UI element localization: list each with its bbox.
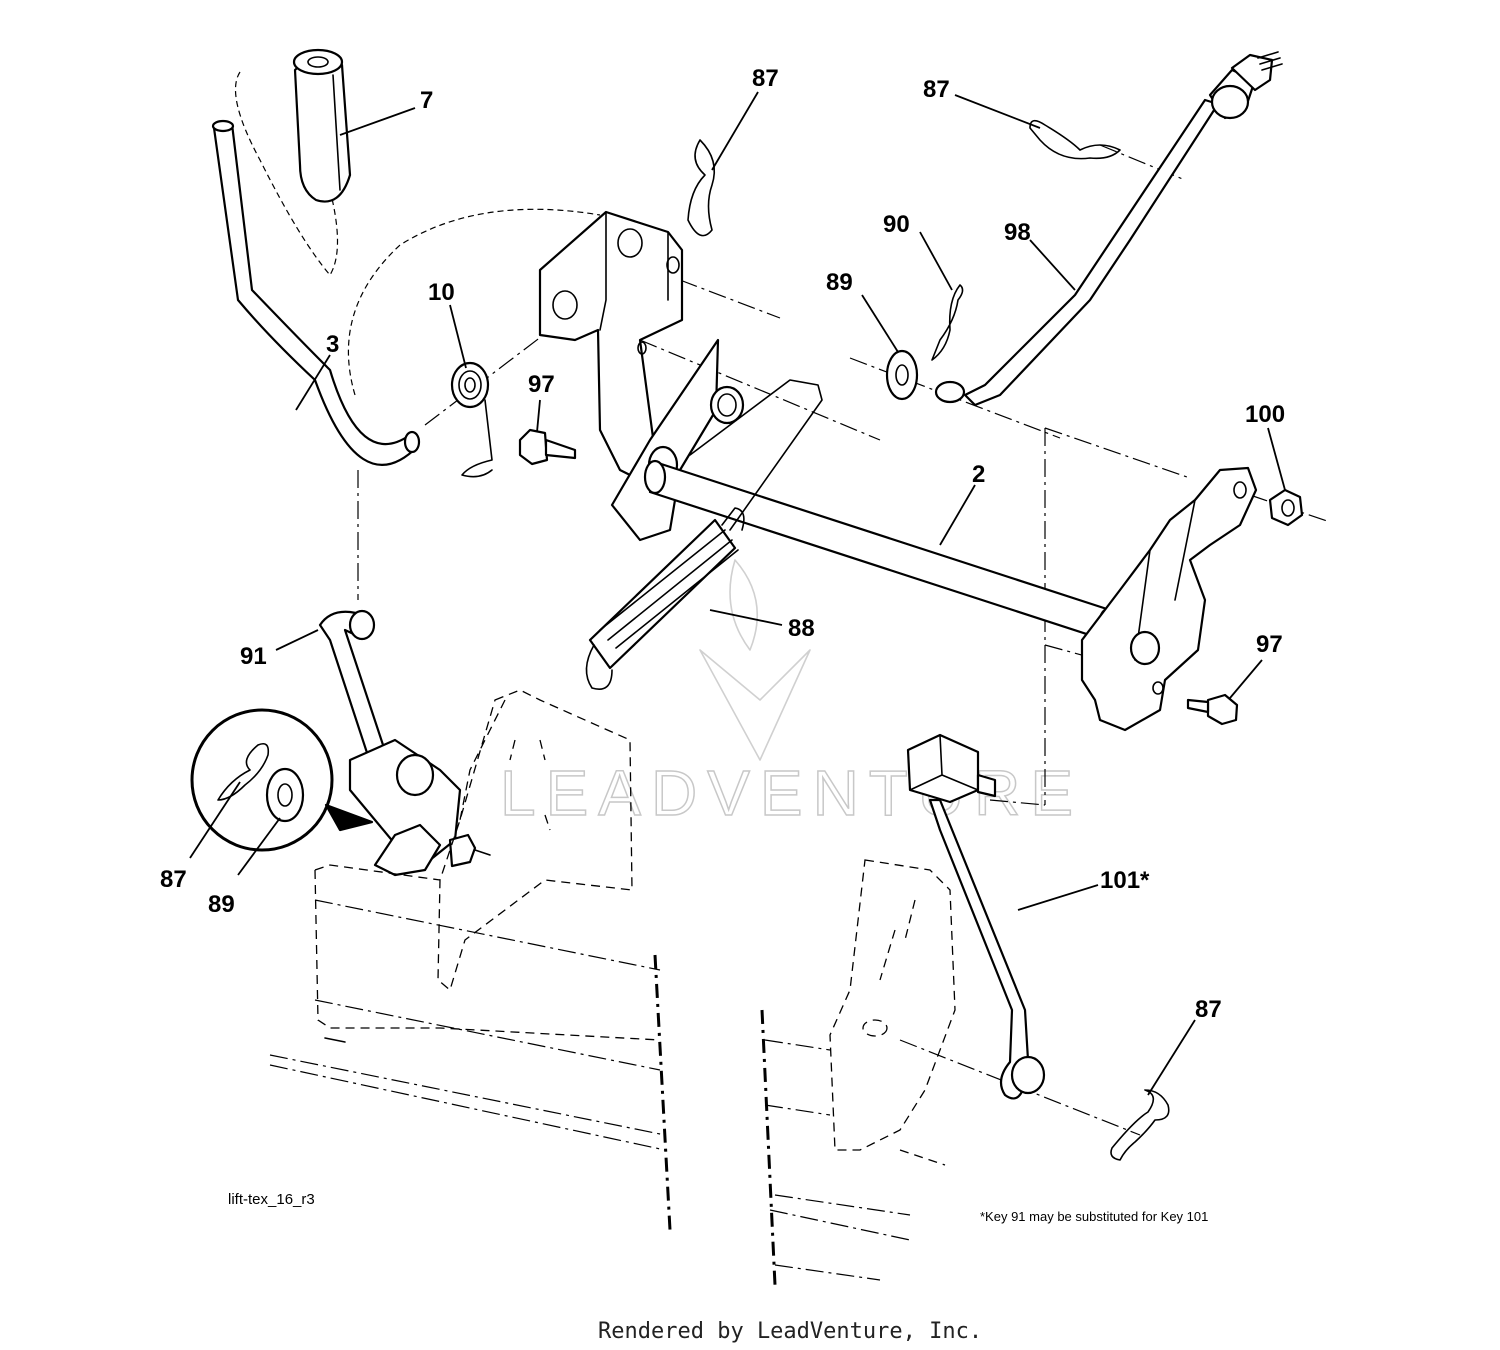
callouts: 7 87 87 3 10 97 90 89 98 100 2 88 97 91 …	[160, 65, 1285, 1023]
callout-3: 3	[326, 331, 339, 358]
callout-100: 100	[1245, 401, 1285, 428]
lift-link-101	[906, 733, 1046, 1100]
callout-88: 88	[788, 615, 815, 642]
callout-87-inset: 87	[160, 866, 187, 893]
callout-90: 90	[883, 211, 910, 238]
lift-handle-3	[211, 119, 421, 466]
callout-89-top: 89	[826, 269, 853, 296]
deck-left	[269, 864, 672, 1231]
lift-wire	[689, 379, 823, 531]
grip-7	[292, 48, 352, 203]
hairpin-90	[931, 284, 964, 361]
footer-credit: Rendered by LeadVenture, Inc.	[598, 1319, 982, 1344]
spring-10	[450, 361, 493, 478]
callout-10: 10	[428, 279, 455, 306]
callout-87-bottom: 87	[1195, 996, 1222, 1023]
callout-101: 101*	[1100, 867, 1150, 894]
deck-bracket-right	[829, 859, 956, 1151]
callout-91: 91	[240, 643, 267, 670]
bolt-97-right	[1186, 693, 1239, 726]
clip-87-bottom	[1110, 1089, 1170, 1161]
callout-89-inset: 89	[208, 891, 235, 918]
callout-2: 2	[972, 461, 985, 488]
callout-7: 7	[420, 87, 433, 114]
callout-87-top: 87	[752, 65, 779, 92]
callout-87-right: 87	[923, 76, 950, 103]
extension-spring-88	[585, 507, 745, 690]
detail-inset	[190, 708, 374, 852]
clip-87-top-center	[687, 139, 716, 237]
callout-97-left: 97	[528, 371, 555, 398]
lift-link-91	[318, 609, 491, 877]
footnote: *Key 91 may be substituted for Key 101	[980, 1209, 1208, 1224]
drawing-id: lift-tex_16_r3	[228, 1191, 315, 1208]
deck-right	[760, 1009, 946, 1286]
nut-100	[1268, 488, 1304, 527]
bolt-97-left	[518, 428, 577, 466]
callout-97-right: 97	[1256, 631, 1283, 658]
lift-arm-right	[1080, 466, 1258, 732]
callout-98: 98	[1004, 219, 1031, 246]
leader-lines	[189, 91, 1286, 1096]
washer-89-top	[885, 349, 919, 401]
clip-87-top-right	[1029, 119, 1121, 160]
adjust-rod-98	[934, 51, 1283, 407]
